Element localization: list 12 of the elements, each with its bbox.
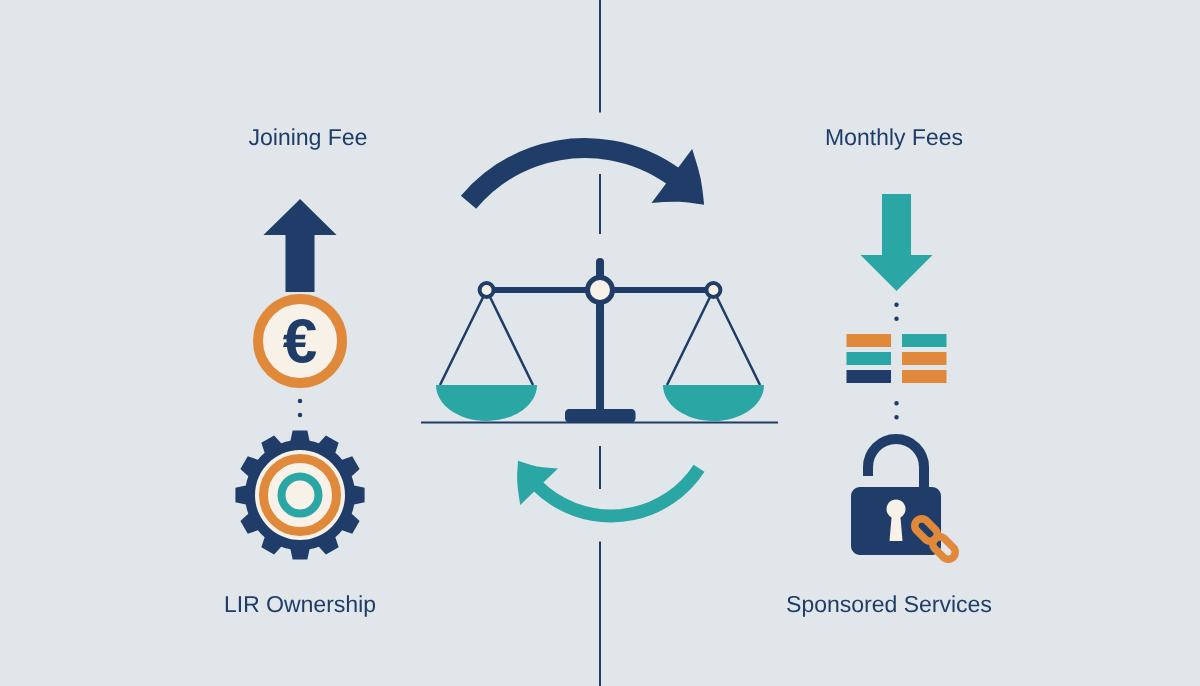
node-label: LIR Ownership xyxy=(225,595,376,617)
heading: Monthly Fees xyxy=(826,128,963,150)
dotted-line xyxy=(297,398,303,419)
bars-icon xyxy=(846,334,947,383)
euro-coin: € xyxy=(253,294,347,388)
dotted-line xyxy=(894,302,899,322)
padlock-icon xyxy=(851,434,959,563)
node-label: Sponsored Services xyxy=(787,595,992,617)
heading: Joining Fee xyxy=(248,128,367,150)
gear-icon xyxy=(235,430,365,560)
down-arrow xyxy=(860,194,933,291)
dotted-line xyxy=(894,400,899,421)
